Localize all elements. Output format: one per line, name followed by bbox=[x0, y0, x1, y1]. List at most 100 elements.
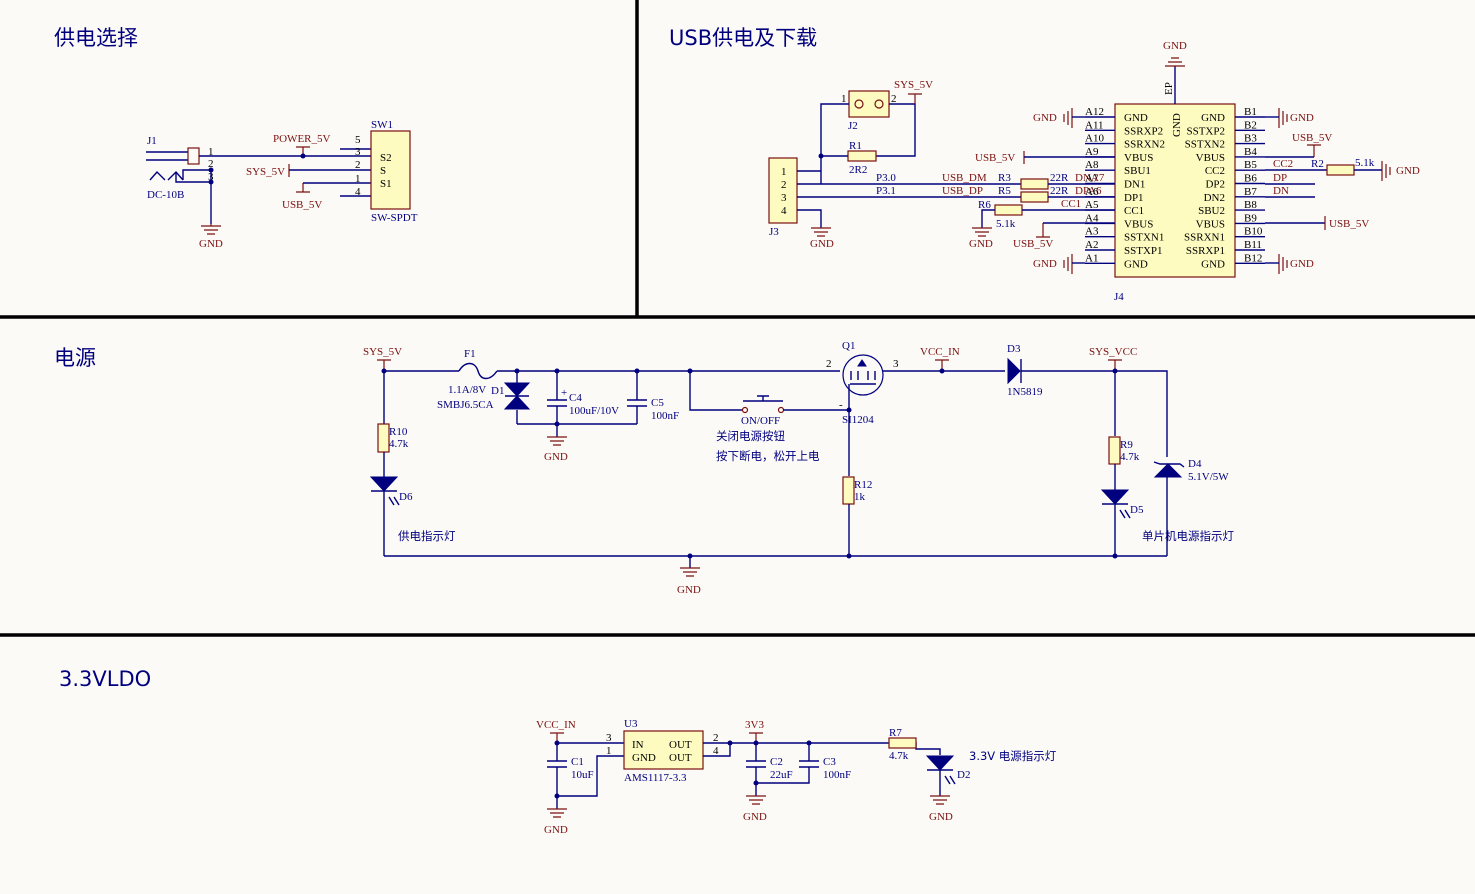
vcc-in-label-ldo: VCC_IN bbox=[536, 719, 576, 731]
j4-left-pin-number: A9 bbox=[1085, 146, 1099, 158]
j4-left-pin-number: A8 bbox=[1085, 159, 1099, 171]
j1-ref: J1 bbox=[147, 135, 157, 147]
j4-left-pin-name: GND bbox=[1124, 112, 1148, 124]
sw1-pin-1: 1 bbox=[355, 173, 361, 185]
j4-right-pin-name: SSRXN1 bbox=[1184, 232, 1225, 244]
gnd-label-c1: GND bbox=[544, 824, 568, 836]
d5-note: 单片机电源指示灯 bbox=[1142, 529, 1234, 543]
r3-value: 22R bbox=[1050, 172, 1069, 184]
r2-ref: R2 bbox=[1311, 158, 1324, 170]
usb-5v-label-a9: USB_5V bbox=[975, 152, 1015, 164]
j4-left-pin-number: A5 bbox=[1085, 199, 1099, 211]
sw1-label-s: S bbox=[380, 165, 386, 177]
sw1-pin-5: 5 bbox=[355, 134, 361, 146]
u3-pin-1: 1 bbox=[606, 745, 612, 757]
dn-label: DN bbox=[1273, 185, 1289, 197]
d4-ref: D4 bbox=[1188, 458, 1202, 470]
j4-left-pin-name: VBUS bbox=[1124, 218, 1153, 230]
c5-value: 100nF bbox=[651, 410, 679, 422]
usb-section: J2 1 2 SYS_5V R1 2R2 1 2 3 4 J3 GND P3.0… bbox=[768, 40, 1420, 303]
j4-right-pin-name: SBU2 bbox=[1198, 205, 1225, 217]
power-5v-label: POWER_5V bbox=[273, 133, 331, 145]
j4-right-pin-number: B10 bbox=[1244, 226, 1263, 238]
u3-label-gnd: GND bbox=[632, 752, 656, 764]
r7-value: 4.7k bbox=[889, 750, 909, 762]
f1-value: 1.1A/8V bbox=[448, 384, 486, 396]
j4-left-pin-name: DN1 bbox=[1124, 179, 1145, 191]
c2-ref: C2 bbox=[770, 756, 783, 768]
gnd-label-c4: GND bbox=[544, 451, 568, 463]
j4-right-pin-number: B12 bbox=[1244, 252, 1262, 264]
btn-value: ON/OFF bbox=[741, 415, 780, 427]
f1-ref: F1 bbox=[464, 348, 476, 360]
r9-ref: R9 bbox=[1120, 439, 1133, 451]
j1-dc-jack: J1 DC-10B 1 2 3 bbox=[146, 135, 214, 201]
r12-ref: R12 bbox=[854, 479, 872, 491]
j2-ref: J2 bbox=[848, 120, 858, 132]
j4-right-pin-name: DP2 bbox=[1205, 179, 1225, 191]
usb-5v-label-b4: USB_5V bbox=[1292, 132, 1332, 144]
gnd-label-b1: GND bbox=[1290, 112, 1314, 124]
btn-note1: 关闭电源按钮 bbox=[716, 429, 785, 443]
dp-a6-label: DPA6 bbox=[1075, 185, 1102, 197]
j4-left-pin-number: A1 bbox=[1085, 252, 1098, 264]
j4-right-pin-name: SSTXN2 bbox=[1185, 139, 1225, 151]
gnd-label-j1: GND bbox=[199, 238, 223, 250]
j4-right-pin-number: B8 bbox=[1244, 199, 1257, 211]
j4-ep-pin: EP bbox=[1163, 82, 1175, 95]
section-title-usb: USB供电及下载 bbox=[669, 26, 817, 50]
r6-ref: R6 bbox=[978, 199, 991, 211]
d6-note: 供电指示灯 bbox=[398, 529, 456, 543]
j3-pin-4: 4 bbox=[781, 205, 787, 217]
sys-5v-label-usb: SYS_5V bbox=[894, 79, 933, 91]
j4-right-pins: B1GNDB2SSTXP2B3SSTXN2B4VBUSB5CC2B6DP2B7D… bbox=[1184, 106, 1265, 270]
sw1-pin-3: 3 bbox=[355, 146, 361, 158]
section-title-power: 电源 bbox=[54, 346, 96, 370]
j4-left-pin-name: SBU1 bbox=[1124, 165, 1151, 177]
section-dividers bbox=[0, 0, 1475, 637]
gnd-label-r2: GND bbox=[1396, 165, 1420, 177]
j4-right-pin-name: SSRXP1 bbox=[1186, 245, 1225, 257]
j4-left-pin-number: A7 bbox=[1085, 173, 1099, 185]
section-title-ldo: 3.3VLDO bbox=[59, 667, 151, 691]
c5-ref: C5 bbox=[651, 397, 664, 409]
d2-ref: D2 bbox=[957, 769, 970, 781]
u3-pin-3: 3 bbox=[606, 732, 612, 744]
r12-value: 1k bbox=[854, 491, 866, 503]
u3-pin-4: 4 bbox=[713, 745, 719, 757]
r10-ref: R10 bbox=[389, 426, 408, 438]
section-title-power-select: 供电选择 bbox=[54, 26, 138, 50]
j4-left-pin-number: A3 bbox=[1085, 226, 1099, 238]
j4-left-pin-name: SSRXP2 bbox=[1124, 125, 1163, 137]
sw1-label-s2: S2 bbox=[380, 152, 392, 164]
r2-value: 5.1k bbox=[1355, 157, 1375, 169]
sys-5v-label-sw: SYS_5V bbox=[246, 166, 285, 178]
cc1-label: CC1 bbox=[1061, 198, 1081, 210]
j4-right-pin-number: B6 bbox=[1244, 173, 1257, 185]
j4-left-pin-number: A10 bbox=[1085, 133, 1104, 145]
c1-value: 10uF bbox=[571, 769, 594, 781]
j4-right-pin-number: B9 bbox=[1244, 212, 1257, 224]
j4-left-pin-number: A4 bbox=[1085, 212, 1099, 224]
gnd-label-j3: GND bbox=[810, 238, 834, 250]
c3-ref: C3 bbox=[823, 756, 836, 768]
btn-note2: 按下断电，松开上电 bbox=[716, 449, 820, 463]
u3-label-out1: OUT bbox=[669, 739, 692, 751]
j4-right-pin-name: VBUS bbox=[1196, 152, 1225, 164]
j4-right-pin-number: B11 bbox=[1244, 239, 1262, 251]
d2-note: 3.3V 电源指示灯 bbox=[969, 749, 1057, 763]
r1-value: 2R2 bbox=[849, 164, 867, 176]
usb-dp-label: USB_DP bbox=[942, 185, 983, 197]
c4-ref: C4 bbox=[569, 392, 582, 404]
u3-label-out2: OUT bbox=[669, 752, 692, 764]
gnd-label-ep: GND bbox=[1163, 40, 1187, 52]
r6-value: 5.1k bbox=[996, 218, 1016, 230]
j4-left-pin-name: VBUS bbox=[1124, 152, 1153, 164]
dn-a7-label: DNA7 bbox=[1075, 172, 1105, 184]
d3-value: 1N5819 bbox=[1007, 386, 1043, 398]
gnd-label-b12: GND bbox=[1290, 258, 1314, 270]
j4-left-pin-name: DP1 bbox=[1124, 192, 1144, 204]
power-select-section: J1 DC-10B 1 2 3 GND POWER_5V SYS_5V USB_… bbox=[146, 119, 418, 250]
q1-ref: Q1 bbox=[842, 340, 855, 352]
